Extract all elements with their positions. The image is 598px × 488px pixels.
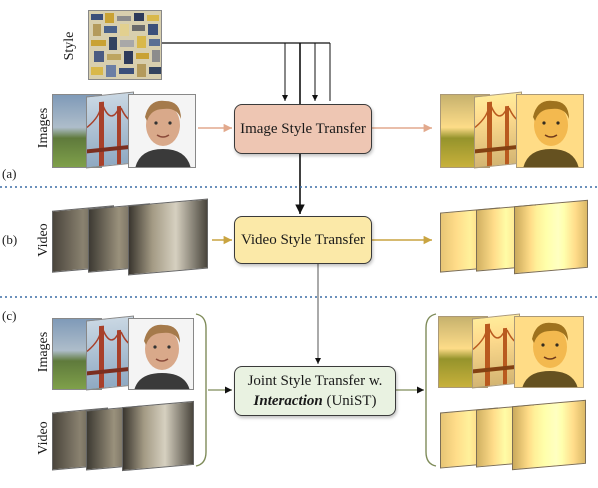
images-label-a: Images xyxy=(36,107,51,149)
image-style-transfer-box: Image Style Transfer xyxy=(234,104,372,154)
style-label: Style xyxy=(62,31,77,61)
style-reference-image xyxy=(88,10,162,80)
video-style-transfer-box: Video Style Transfer xyxy=(234,216,372,264)
joint-box-line1: Joint Style Transfer w. xyxy=(247,373,383,389)
joint-style-transfer-box: Joint Style Transfer w. Interaction (Uni… xyxy=(234,366,396,416)
input-bracket xyxy=(195,313,207,467)
output-bracket xyxy=(425,313,437,467)
stylized-portrait-image xyxy=(516,94,584,168)
stylized-bridge-image xyxy=(474,91,522,169)
portrait-image xyxy=(128,94,196,168)
video-label-b: Video xyxy=(36,223,51,257)
panel-a-label: (a) xyxy=(2,166,17,181)
panel-c-label: (c) xyxy=(2,308,17,323)
images-label-c: Images xyxy=(36,331,51,373)
joint-box-line2: Interaction (UniST) xyxy=(254,391,377,411)
unist-word: (UniST) xyxy=(326,393,377,409)
interaction-word: Interaction xyxy=(253,393,323,409)
panel-b-label: (b) xyxy=(2,232,18,247)
video-frame-front xyxy=(128,198,208,276)
bridge-image xyxy=(86,91,134,169)
stylized-video-frame-front xyxy=(514,199,588,275)
video-label-c: Video xyxy=(36,421,51,455)
